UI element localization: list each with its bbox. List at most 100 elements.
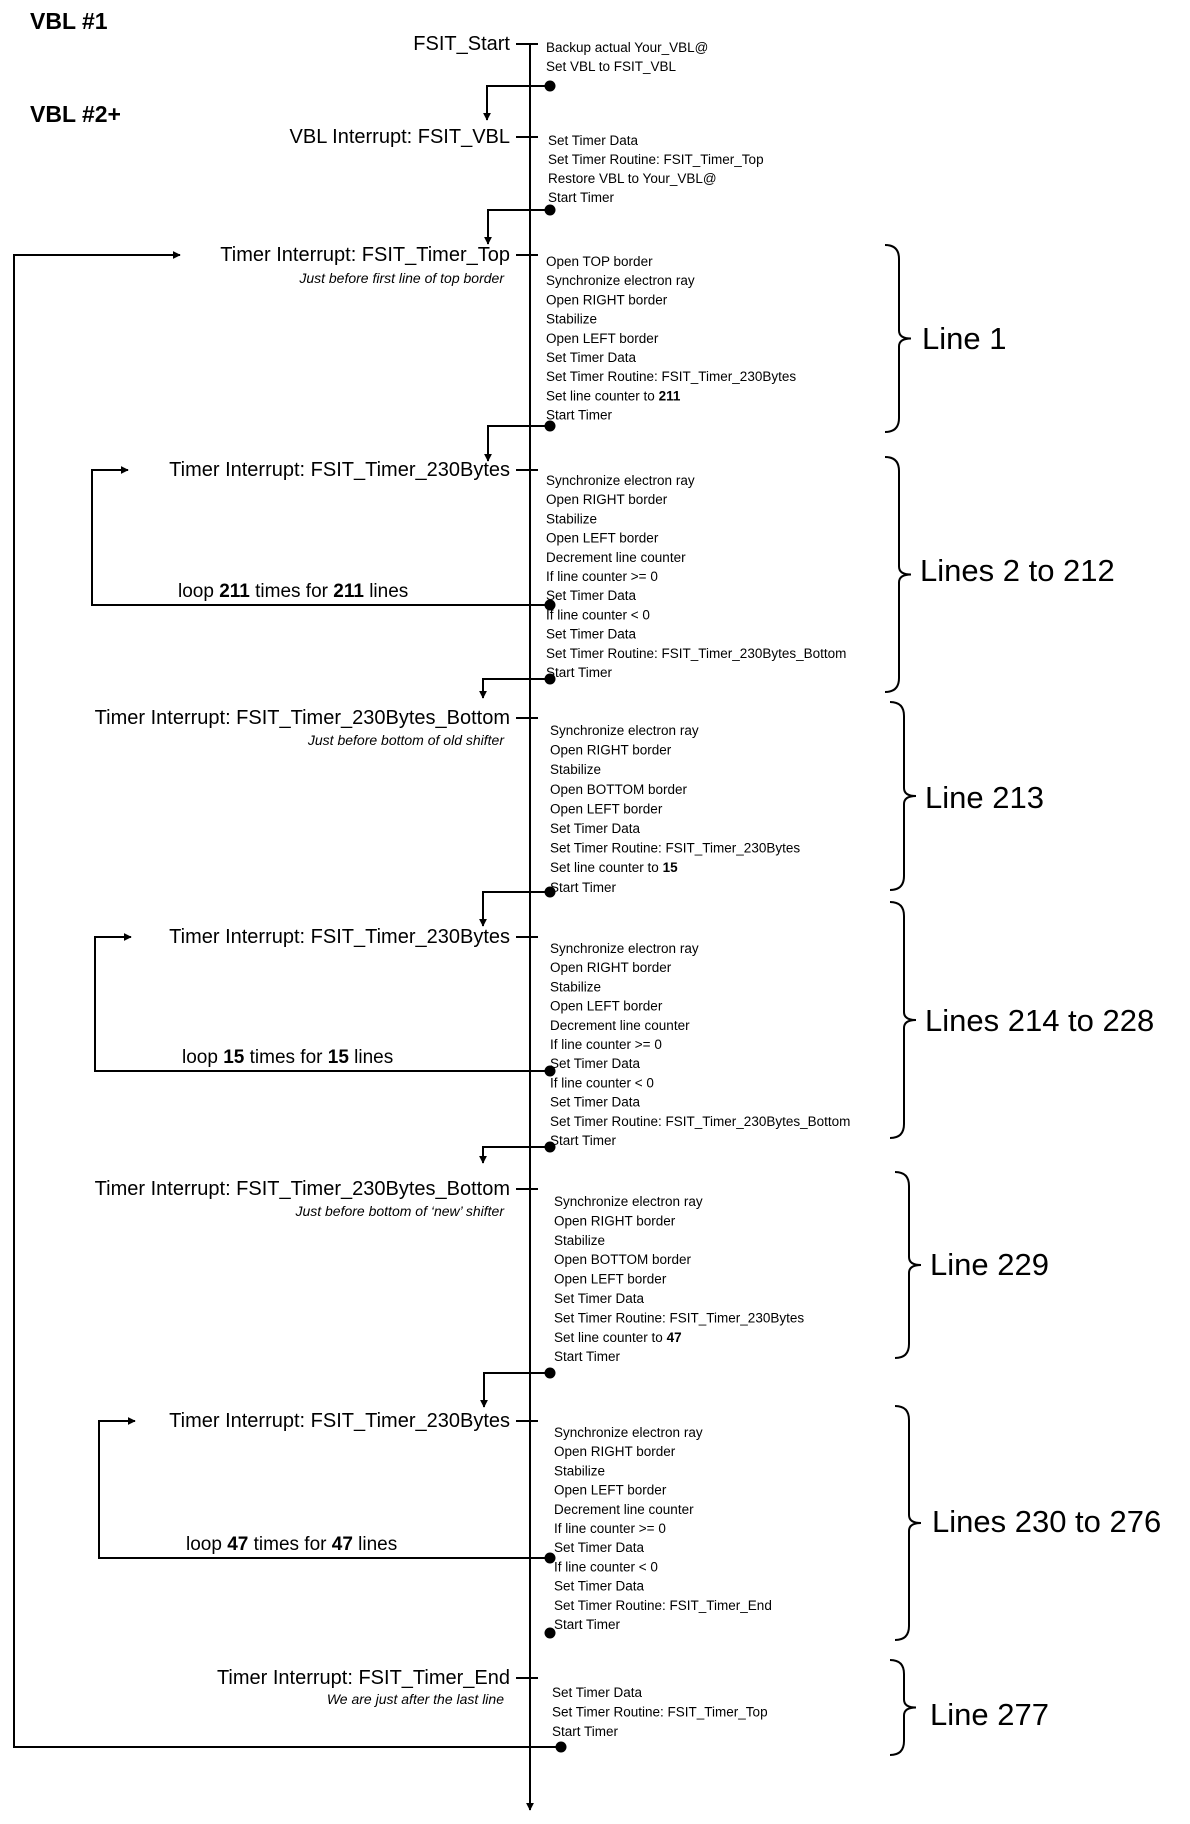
event-5-step: Open RIGHT border (550, 743, 672, 758)
event-5-step: Start Timer (550, 880, 617, 895)
event-5-step: Set Timer Data (550, 821, 641, 836)
event-8-step: Set Timer Data (554, 1540, 645, 1555)
loop-label-1: loop 211 times for 211 lines (178, 581, 408, 602)
event-2-label: VBL Interrupt: FSIT_VBL (290, 126, 510, 148)
event-2-step: Set Timer Data (548, 133, 639, 148)
event-5-step: Synchronize electron ray (550, 723, 699, 738)
event-6-step: If line counter < 0 (550, 1075, 654, 1090)
event-9-step: Start Timer (552, 1724, 619, 1739)
range-label-2: Lines 2 to 212 (920, 553, 1115, 588)
event-4-step: Set Timer Data (546, 627, 637, 642)
range-label-7: Line 277 (930, 1697, 1049, 1732)
event-6-step: Open LEFT border (550, 999, 663, 1014)
event-4-step: Synchronize electron ray (546, 473, 695, 488)
event-3-step: Open TOP border (546, 254, 653, 269)
range-label-4: Lines 214 to 228 (925, 1003, 1154, 1038)
event-8-step: Start Timer (554, 1617, 621, 1632)
event-4-step: Open LEFT border (546, 531, 659, 546)
event-5-label: Timer Interrupt: FSIT_Timer_230Bytes_Bot… (95, 707, 510, 729)
event-6-step: Set Timer Data (550, 1056, 641, 1071)
event-4-step: Open RIGHT border (546, 492, 668, 507)
event-8-step: Stabilize (554, 1463, 605, 1478)
event-8-dot (544, 1627, 556, 1639)
event-5-step: Open BOTTOM border (550, 782, 688, 797)
event-4-step: Stabilize (546, 511, 597, 526)
event-3-label: Timer Interrupt: FSIT_Timer_Top (220, 244, 510, 266)
event-6-step: Decrement line counter (550, 1018, 690, 1033)
event-9-note: We are just after the last line (327, 1691, 504, 1707)
event-9-step: Set Timer Data (552, 1685, 643, 1700)
event-7-step: Open BOTTOM border (554, 1252, 692, 1267)
event-8-step: If line counter >= 0 (554, 1521, 666, 1536)
event-3-note: Just before first line of top border (298, 270, 505, 286)
event-8-step: If line counter < 0 (554, 1559, 658, 1574)
loop-arrow-2 (94, 933, 550, 1072)
range-label-6: Lines 230 to 276 (932, 1504, 1161, 1539)
loop-dot-2 (544, 1065, 556, 1077)
event-7-step: Set line counter to 47 (554, 1330, 682, 1345)
event-2-next-arrow (484, 209, 550, 245)
event-5-step: Set line counter to 15 (550, 860, 678, 875)
event-6-step: Set Timer Data (550, 1095, 641, 1110)
loop-arrow-1 (91, 466, 550, 606)
flow-connectors (13, 43, 567, 1753)
event-6-step: Start Timer (550, 1133, 617, 1148)
event-3-step: Start Timer (546, 408, 613, 423)
event-7-label: Timer Interrupt: FSIT_Timer_230Bytes_Bot… (95, 1178, 510, 1200)
event-3-next-arrow (484, 425, 550, 462)
event-1-step: Set VBL to FSIT_VBL (546, 59, 677, 74)
event-6-label: Timer Interrupt: FSIT_Timer_230Bytes (169, 926, 510, 948)
event-7-step: Start Timer (554, 1349, 621, 1364)
event-4-label: Timer Interrupt: FSIT_Timer_230Bytes (169, 459, 510, 481)
event-4-step: Start Timer (546, 665, 613, 680)
event-6-step: Synchronize electron ray (550, 941, 699, 956)
event-3-step: Open LEFT border (546, 331, 659, 346)
event-5-note: Just before bottom of old shifter (307, 732, 505, 748)
event-7-step: Stabilize (554, 1233, 605, 1248)
event-8-step: Decrement line counter (554, 1502, 694, 1517)
event-4-brace (884, 456, 912, 693)
event-8-step: Open LEFT border (554, 1483, 667, 1498)
loop-label-2: loop 15 times for 15 lines (182, 1047, 393, 1068)
event-9-label: Timer Interrupt: FSIT_Timer_End (217, 1667, 510, 1689)
event-8-label: Timer Interrupt: FSIT_Timer_230Bytes (169, 1410, 510, 1432)
loop-dot-1 (544, 599, 556, 611)
event-3-step: Synchronize electron ray (546, 273, 695, 288)
event-8-brace (894, 1405, 922, 1641)
return-to-top-arrow (13, 251, 561, 1748)
event-8-step: Synchronize electron ray (554, 1425, 703, 1440)
event-4-step: Set Timer Routine: FSIT_Timer_230Bytes_B… (546, 646, 846, 661)
event-7-step: Open RIGHT border (554, 1213, 676, 1228)
event-2-step: Start Timer (548, 190, 615, 205)
event-3-step: Set Timer Routine: FSIT_Timer_230Bytes (546, 369, 796, 384)
event-6-step: Stabilize (550, 979, 601, 994)
step-lists: Backup actual Your_VBL@Set VBL to FSIT_V… (546, 40, 850, 1739)
range-label-5: Line 229 (930, 1247, 1049, 1282)
event-4-next-arrow (479, 678, 550, 699)
event-9-step: Set Timer Routine: FSIT_Timer_Top (552, 1705, 768, 1720)
event-7-step: Synchronize electron ray (554, 1194, 703, 1209)
event-8-step: Open RIGHT border (554, 1444, 676, 1459)
loop-arrow-3 (98, 1417, 550, 1559)
event-8-step: Set Timer Routine: FSIT_Timer_End (554, 1598, 772, 1613)
event-7-step: Set Timer Data (554, 1291, 645, 1306)
event-4-step: Decrement line counter (546, 550, 686, 565)
event-7-next-arrow (480, 1372, 550, 1408)
event-3-step: Set line counter to 211 (546, 388, 681, 403)
event-6-next-arrow (479, 1146, 550, 1164)
range-label-3: Line 213 (925, 780, 1044, 815)
event-4-step: If line counter >= 0 (546, 569, 658, 584)
event-5-step: Set Timer Routine: FSIT_Timer_230Bytes (550, 841, 800, 856)
event-1-label: FSIT_Start (413, 33, 510, 55)
event-1-next-arrow (483, 85, 550, 121)
event-4-step: Set Timer Data (546, 588, 637, 603)
event-6-brace (889, 901, 917, 1139)
vbl1-heading: VBL #1 (30, 8, 108, 34)
event-3-step: Open RIGHT border (546, 292, 668, 307)
vbl2-heading: VBL #2+ (30, 101, 121, 127)
event-7-note: Just before bottom of ‘new’ shifter (294, 1203, 505, 1219)
loop-label-3: loop 47 times for 47 lines (186, 1534, 397, 1555)
event-9-brace (889, 1659, 917, 1756)
event-4-step: If line counter < 0 (546, 607, 650, 622)
